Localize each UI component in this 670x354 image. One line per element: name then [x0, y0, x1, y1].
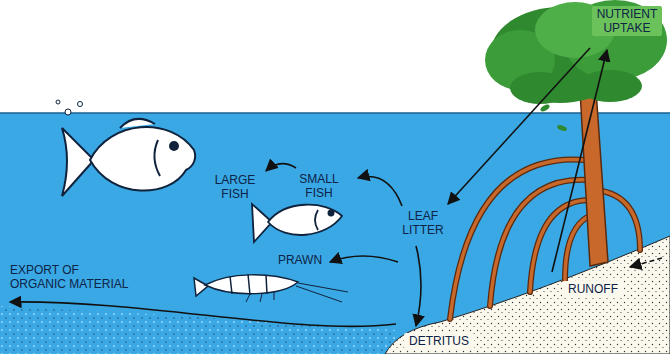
root: [530, 200, 590, 292]
fish-eye: [170, 142, 178, 150]
label: RUNOFF: [562, 281, 624, 297]
flow-arrow: [266, 164, 296, 171]
fish-body: [268, 205, 342, 235]
water-surface: [0, 112, 670, 114]
label: NUTRIENT UPTAKE: [592, 6, 662, 36]
flow-arrow: [10, 302, 396, 327]
large-fish: [62, 119, 195, 196]
fish-eye: [328, 210, 333, 215]
runoff-arrow: [630, 258, 662, 267]
mud-bank: [385, 236, 670, 354]
tree-canopy: [485, 0, 667, 104]
flow-arrow: [358, 177, 402, 206]
label: LEAF LITTER: [396, 208, 450, 238]
droplet: [78, 102, 83, 107]
prawn-segments: [230, 274, 267, 295]
flow-arrow: [416, 246, 421, 326]
label: DETRITUS: [404, 333, 474, 349]
fish-fin: [120, 119, 155, 128]
fish-gill: [315, 210, 318, 230]
flow-arrow: [552, 50, 607, 272]
prawn-tail: [194, 278, 208, 296]
fish-body: [90, 127, 195, 191]
root: [530, 200, 590, 292]
fish-tail: [62, 128, 94, 196]
label: LARGE FISH: [208, 172, 262, 202]
prawn-antennae: [296, 283, 348, 302]
water: [0, 113, 670, 354]
tree-trunk: [580, 90, 608, 266]
label: SMALL FISH: [292, 171, 346, 201]
label: PRAWN: [272, 252, 328, 268]
foliage: [510, 72, 570, 104]
fish-gill: [154, 140, 160, 176]
splash: [56, 100, 83, 115]
flow-arrow: [448, 48, 590, 204]
prop-roots: [450, 159, 640, 319]
sea-bed: [0, 306, 400, 354]
prawn-legs: [246, 292, 274, 302]
foliage: [578, 70, 642, 102]
prawn-body: [205, 275, 298, 294]
droplet: [56, 100, 60, 104]
label: EXPORT OF ORGANIC MATERIAL: [8, 262, 136, 292]
droplet: [65, 109, 71, 115]
small-fish: [252, 204, 342, 242]
prawn-figure: [194, 274, 348, 302]
falling-leaf: [539, 103, 550, 112]
prop-roots-highlight: [450, 159, 640, 319]
flow-arrow: [330, 256, 398, 262]
falling-leaf: [556, 124, 567, 132]
